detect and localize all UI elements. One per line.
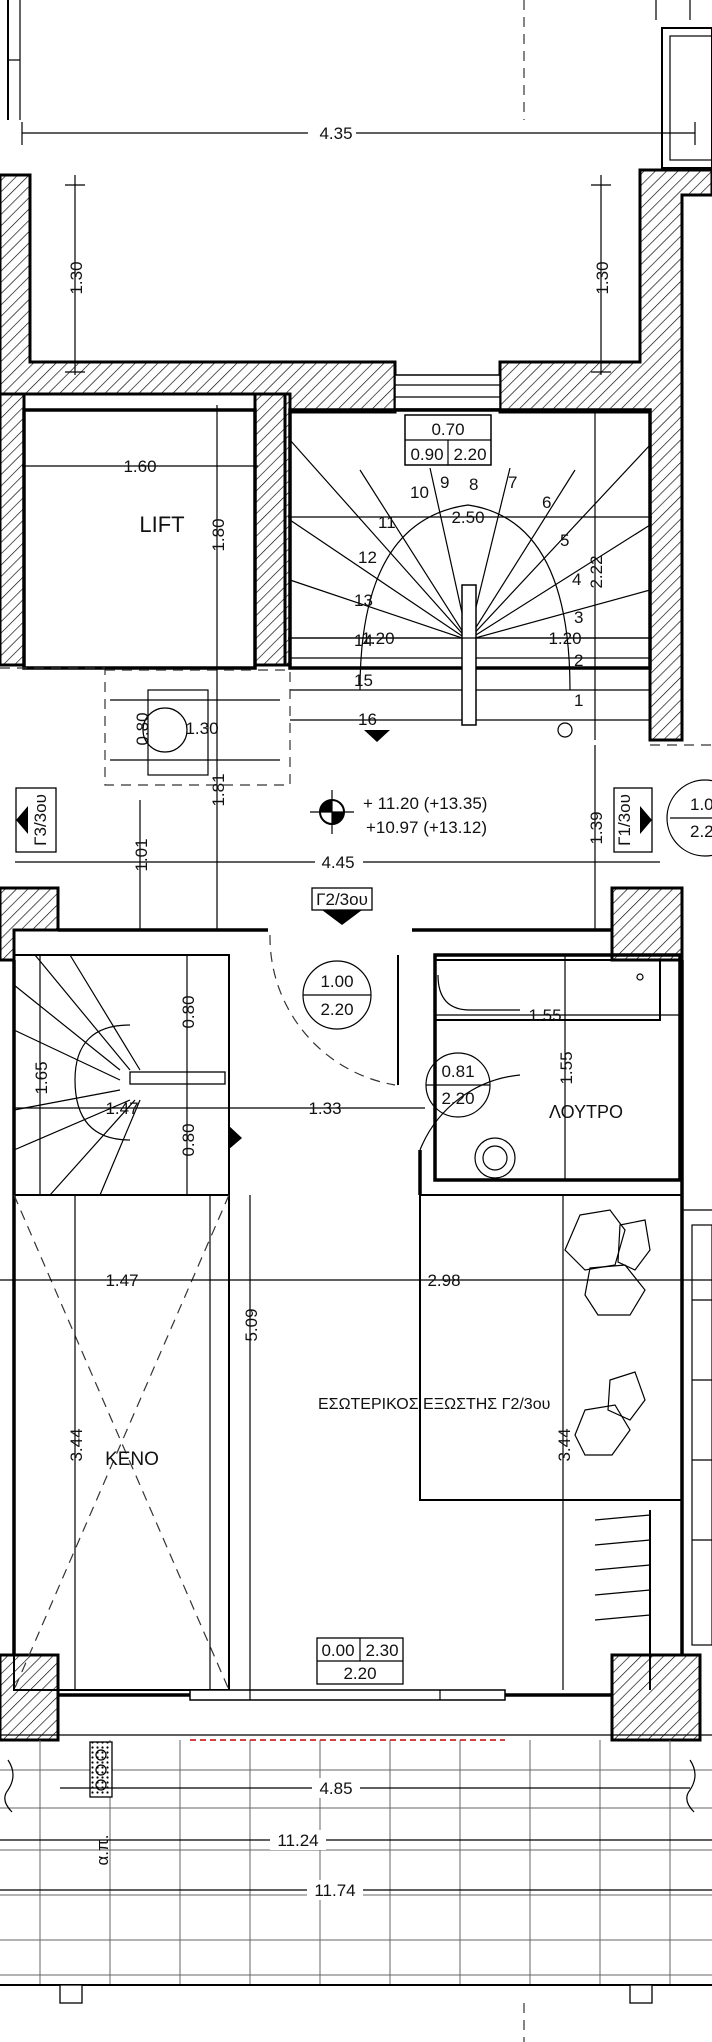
- dim-small-stair-gap-bottom: 0.80: [179, 1123, 198, 1156]
- window-top-b: 0.90: [410, 445, 443, 464]
- tag-entry-section: Γ2/3ου: [316, 890, 368, 909]
- stair-step-2: 2: [574, 651, 583, 670]
- level-lower: +10.97 (+13.12): [366, 818, 487, 837]
- lift-label: LIFT: [139, 512, 184, 537]
- dim-left-gap: 1.01: [132, 838, 151, 871]
- stair-step-5: 5: [560, 531, 569, 550]
- balcony-door-b: 2.30: [365, 1641, 398, 1660]
- small-stair: 1.65 1.47 0.80 0.80: [13, 954, 242, 1196]
- dim-passage-width: 1.33: [308, 1099, 341, 1118]
- balcony-door-c: 2.20: [343, 1664, 376, 1683]
- stair-step-6: 6: [542, 493, 551, 512]
- dim-wheelchair-b: 1.30: [185, 719, 218, 738]
- top-facade-details: [7, 0, 712, 169]
- dim-facade-outer: 11.74: [314, 1881, 355, 1900]
- level-upper: + 11.20 (+13.35): [363, 794, 487, 813]
- stair-step-4: 4: [572, 570, 581, 589]
- dim-bath-width: 1.55: [528, 1006, 561, 1025]
- stair-step-11: 11: [378, 513, 396, 532]
- dim-void-width: 1.47: [105, 1271, 138, 1290]
- balcony-door-a: 0.00: [321, 1641, 354, 1660]
- balcony-room: 5.09 2.98 3.44 ΕΣΩΤΕΡΙΚΟΣ ΕΞΩΣΤΗΣ Γ2/3ου: [242, 1194, 712, 1690]
- entry-door-h: 2.20: [320, 1000, 353, 1019]
- stair-step-7: 7: [508, 473, 517, 492]
- dim-corridor-height: 1.81: [209, 773, 228, 806]
- stair-step-8: 8: [469, 475, 478, 494]
- dim-stair-width-label: 2.50: [451, 508, 484, 527]
- stair-step-1: 1: [574, 691, 583, 710]
- void-label: ΚΕΝΟ: [105, 1449, 159, 1470]
- void-area: 3.44 ΚΕΝΟ 1.47: [0, 1194, 420, 1691]
- hall-area: 1.81 1.01 1.39 4.45 + 11.20 (+13.35) +10…: [0, 667, 712, 930]
- dim-wells: 1.30 1.30: [65, 175, 612, 375]
- main-stair: 0.70 0.90 2.20 2.50 2.22 1.20 1.20: [288, 408, 652, 742]
- tag-left-section: Γ3/3ου: [31, 794, 50, 846]
- dim-wheelchair-a: 0.80: [133, 712, 152, 745]
- dim-facade-mid: 11.24: [277, 1831, 318, 1850]
- bathroom-label: ΛΟΥΤΡΟ: [549, 1102, 623, 1122]
- window-top-a: 0.70: [431, 420, 464, 439]
- dim-lift-width-label: 1.60: [123, 457, 156, 476]
- dim-stair-landing-right: 1.20: [548, 629, 581, 648]
- dim-lift-height-label: 1.80: [209, 518, 228, 551]
- ap-label: α.π.: [93, 1834, 112, 1865]
- dim-stair-height-label: 2.22: [587, 555, 606, 588]
- stair-step-15: 15: [354, 671, 373, 690]
- dim-balcony-width: 2.98: [427, 1271, 460, 1290]
- stair-step-12: 12: [358, 548, 377, 567]
- tag-right-section: Γ1/3ου: [615, 794, 634, 846]
- bath-door-h: 2.20: [441, 1089, 474, 1108]
- dim-void-height: 3.44: [67, 1428, 86, 1461]
- stair-step-3: 3: [574, 608, 583, 627]
- stair-step-14: 14: [354, 631, 373, 650]
- stair-step-13: 13: [354, 591, 373, 610]
- dim-room-height: 5.09: [242, 1308, 261, 1341]
- dim-right-gap: 1.39: [587, 811, 606, 844]
- bath-door-w: 0.81: [441, 1062, 474, 1081]
- wheelchair-zone: 0.80 1.30: [104, 669, 291, 786]
- bathroom: 0.81 2.20 1.55 1.55 ΛΟΥΤΡΟ: [418, 953, 682, 1195]
- dim-left-well-label: 1.30: [67, 261, 86, 294]
- dim-small-stair-height: 1.65: [32, 1061, 51, 1094]
- stair-step-9: 9: [440, 473, 449, 492]
- balcony-label: ΕΣΩΤΕΡΙΚΟΣ ΕΞΩΣΤΗΣ Γ2/3ου: [318, 1396, 550, 1413]
- dim-facade-inner: 4.85: [319, 1779, 352, 1798]
- dim-top-width-label: 4.35: [319, 124, 352, 143]
- dim-small-stair-width: 1.47: [105, 1099, 138, 1118]
- dim-top-width: 4.35: [21, 122, 696, 145]
- facade-dimensions: 4.85 11.24 11.74: [0, 1778, 712, 1900]
- balcony-door: 0.00 2.30 2.20: [189, 1637, 506, 1701]
- dim-hall-width: 4.45: [321, 853, 354, 872]
- walls-upper: [0, 168, 712, 742]
- dim-stair-landing-left: 1.20: [361, 629, 394, 648]
- dim-balcony-height: 3.44: [555, 1428, 574, 1461]
- stair-step-10: 10: [410, 483, 429, 502]
- dim-small-stair-gap-top: 0.80: [179, 995, 198, 1028]
- dim-right-well-label: 1.30: [593, 261, 612, 294]
- entry-door-w: 1.00: [320, 972, 353, 991]
- lift-shaft: 1.60 1.80 LIFT: [22, 405, 258, 670]
- section-tags: Γ3/3ου Γ1/3ου Γ2/3ου 1.0 2.2: [15, 779, 712, 925]
- stair-step-16: 16: [358, 710, 377, 729]
- passage: 1.33 1.00 2.20: [228, 934, 425, 1118]
- dim-bath-height: 1.55: [557, 1051, 576, 1084]
- window-top-c: 2.20: [453, 445, 486, 464]
- right-door-h: 2.2: [690, 822, 712, 841]
- right-door-w: 1.0: [690, 795, 712, 814]
